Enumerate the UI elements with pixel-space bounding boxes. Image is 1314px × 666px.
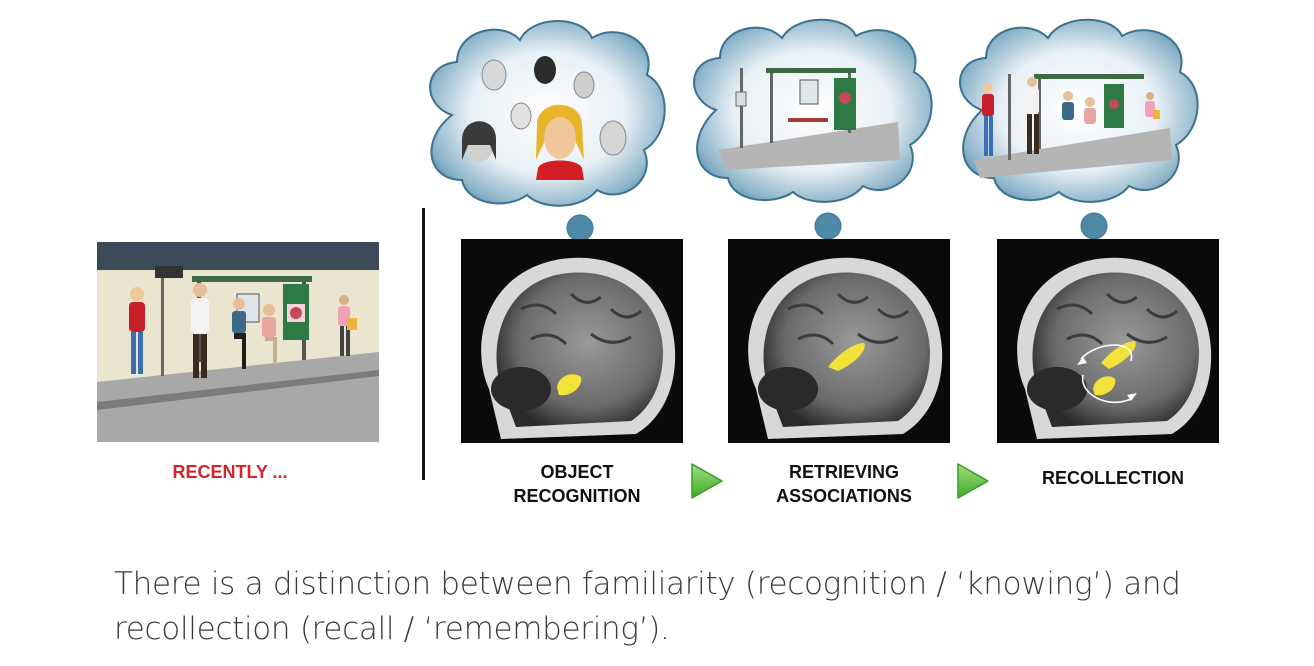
bus-stop-scene — [97, 242, 379, 442]
thought-cloud-shelter — [693, 18, 933, 240]
play-arrow-icon — [957, 463, 989, 499]
scene-label: RECENTLY ... — [172, 462, 288, 482]
caption-text: There is a distinction between familiari… — [114, 566, 1181, 647]
thought-cloud-faces — [429, 20, 666, 242]
section-divider — [422, 208, 425, 480]
mri-panel-associations — [728, 239, 950, 443]
thought-cloud-recollection — [959, 18, 1199, 240]
stage-label-object-recognition: OBJECT RECOGNITION — [513, 462, 641, 506]
mri-panel-recognition — [461, 239, 683, 443]
stage-label-retrieving-associations: RETRIEVING ASSOCIATIONS — [776, 462, 912, 506]
play-arrow-icon — [691, 463, 723, 499]
mri-panel-recollection — [997, 239, 1219, 443]
stage-label-recollection: RECOLLECTION — [1042, 468, 1184, 488]
